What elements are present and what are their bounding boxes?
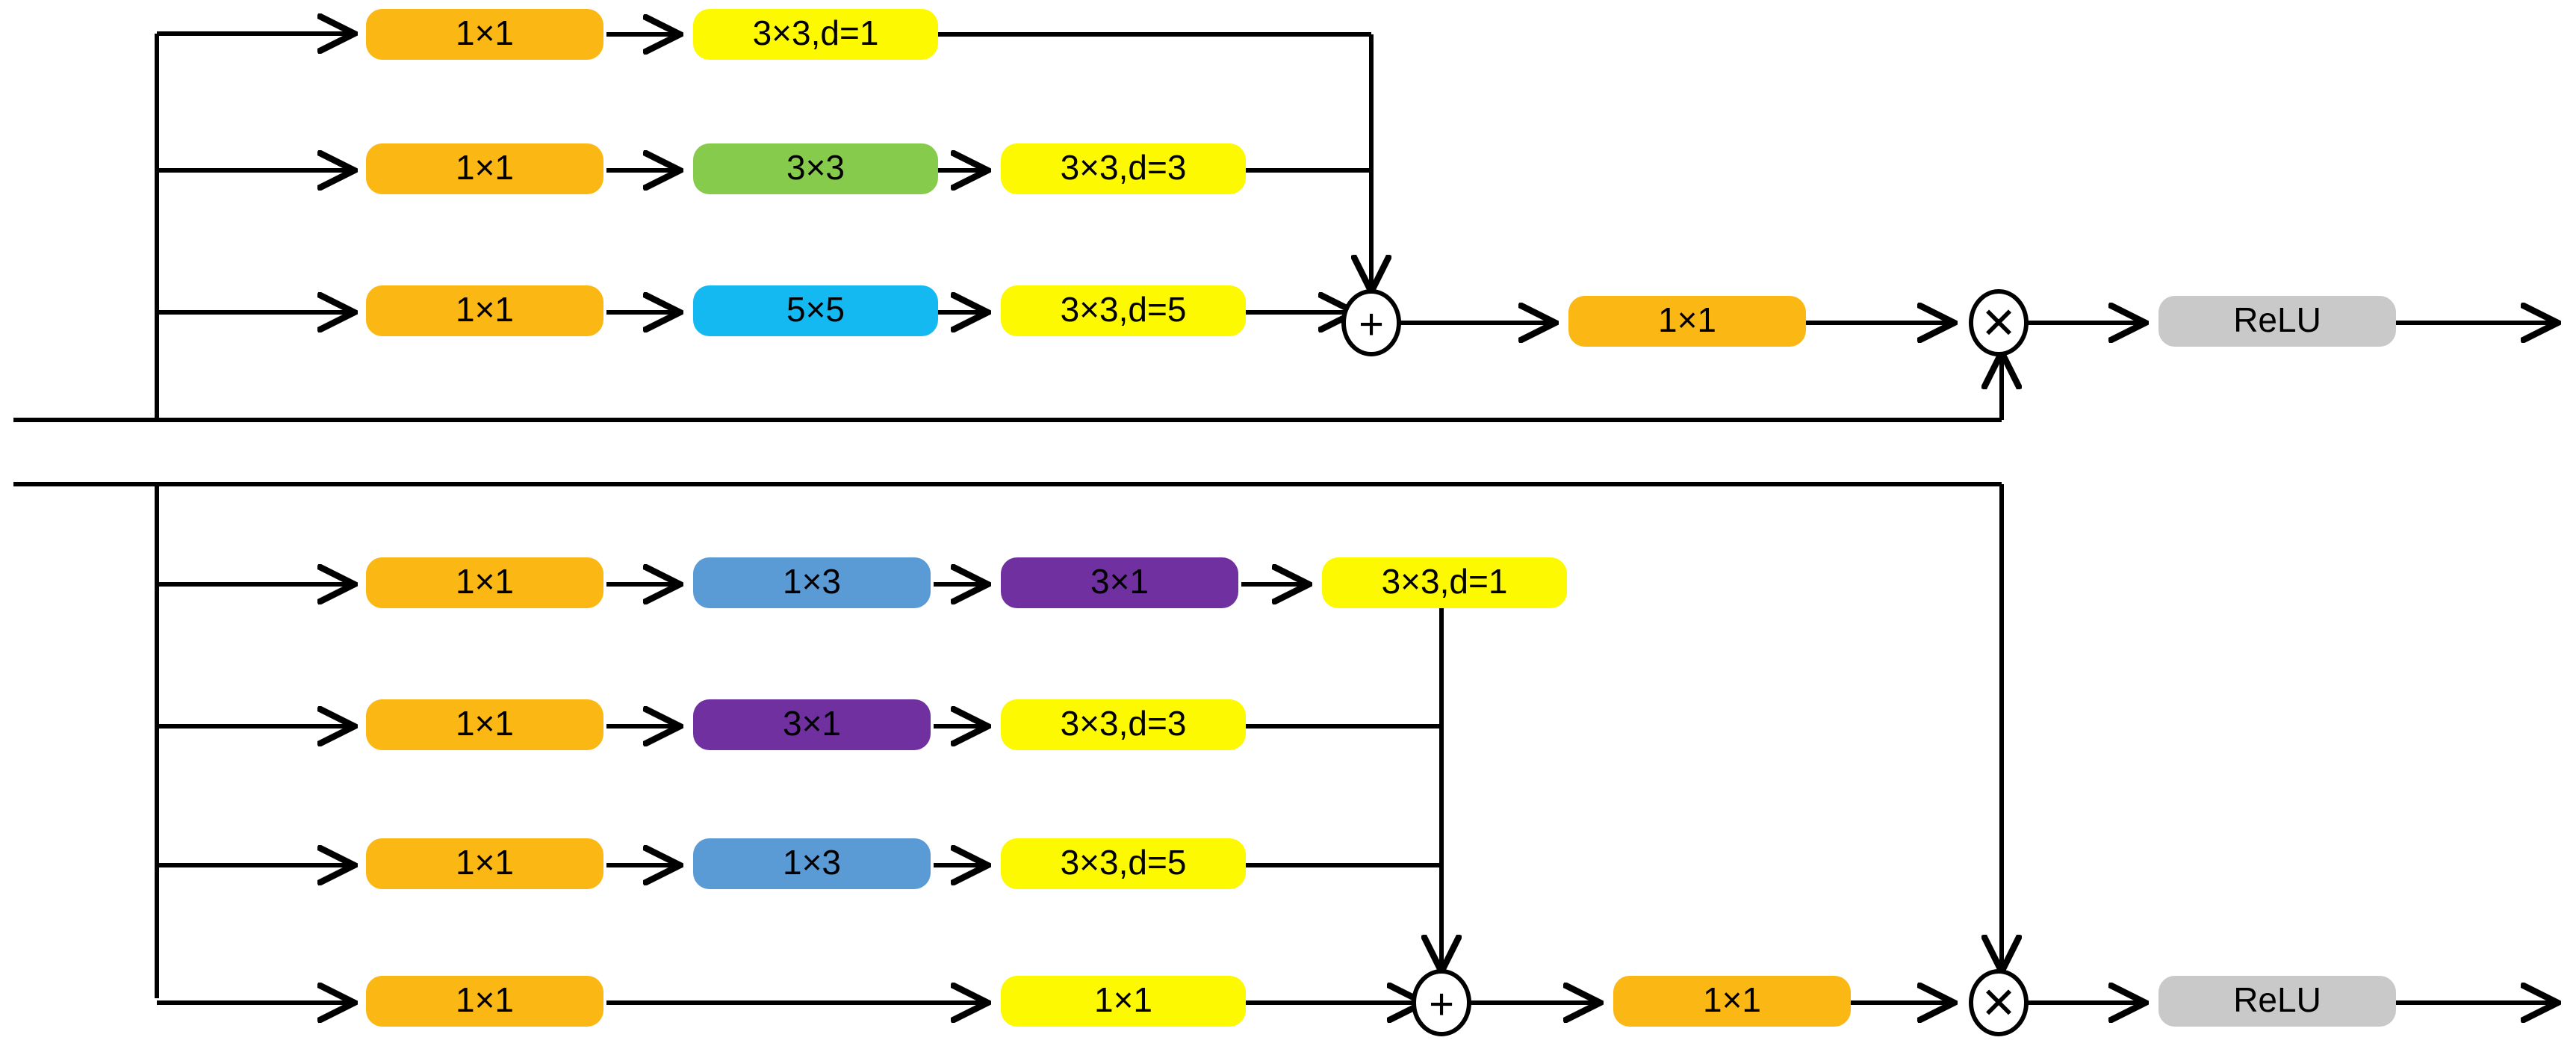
node-conv-1x1[interactable]	[366, 699, 603, 750]
node-conv-3x3-d1[interactable]	[693, 9, 938, 60]
node-conv-3x3-d1[interactable]	[1322, 557, 1567, 608]
node-conv-3x1[interactable]	[693, 699, 931, 750]
node-conv-3x3-d3[interactable]	[1001, 143, 1246, 194]
node-conv-1x1-yellow[interactable]	[1001, 976, 1246, 1027]
node-label: 3×3,d=1	[1382, 562, 1508, 601]
node-label: 1×1	[1094, 980, 1152, 1019]
node-conv-1x1[interactable]	[366, 838, 603, 889]
node-conv-1x1-tail[interactable]	[1613, 976, 1851, 1027]
node-label: 3×3,d=3	[1061, 704, 1187, 743]
node-label: 1×3	[783, 843, 841, 882]
node-conv-1x1-tail[interactable]	[1568, 296, 1806, 347]
node-label: 1×1	[456, 290, 514, 329]
node-label: 1×1	[1658, 300, 1716, 339]
node-conv-5x5[interactable]	[693, 285, 938, 336]
node-conv-3x1[interactable]	[1001, 557, 1238, 608]
bottom-multiply-operator[interactable]: ✕	[1969, 969, 2029, 1036]
node-label: 3×3	[786, 148, 845, 187]
node-relu[interactable]	[2158, 296, 2396, 347]
node-conv-1x1[interactable]	[366, 143, 603, 194]
node-conv-1x1[interactable]	[366, 557, 603, 608]
node-label: 1×1	[456, 148, 514, 187]
node-label: 1×1	[456, 562, 514, 601]
node-label: 3×3,d=3	[1061, 148, 1187, 187]
node-conv-1x1[interactable]	[366, 976, 603, 1027]
node-relu[interactable]	[2158, 976, 2396, 1027]
top-branch-2: 1×1 3×3 3×3,d=3	[366, 143, 1371, 194]
node-label: 1×1	[456, 980, 514, 1019]
node-label: 1×1	[456, 843, 514, 882]
top-branch-1: 1×1 3×3,d=1	[366, 9, 1371, 60]
node-conv-1x3[interactable]	[693, 557, 931, 608]
node-label: 1×1	[1703, 980, 1761, 1019]
multiply-icon: ✕	[1981, 300, 2017, 348]
bottom-block: 1×1 1×3 3×1 3×3,d=1 1×1 3×1 3×3,d=3	[13, 482, 2554, 1036]
bottom-branch-3: 1×1 1×3 3×3,d=5	[366, 838, 1441, 889]
node-label: ReLU	[2233, 980, 2321, 1019]
plus-icon: +	[1429, 980, 1454, 1029]
node-conv-3x3-d3[interactable]	[1001, 699, 1246, 750]
bottom-branch-4: 1×1 1×1	[366, 976, 1421, 1027]
node-label: 1×3	[783, 562, 841, 601]
node-conv-1x3[interactable]	[693, 838, 931, 889]
top-branch-3: 1×1 5×5 3×3,d=5	[366, 285, 1352, 336]
node-conv-3x3-d5[interactable]	[1001, 285, 1246, 336]
node-label: 3×1	[1090, 562, 1149, 601]
node-conv-3x3[interactable]	[693, 143, 938, 194]
node-label: 1×1	[456, 13, 514, 52]
bottom-branch-2: 1×1 3×1 3×3,d=3	[366, 699, 1441, 750]
top-multiply-operator[interactable]: ✕	[1969, 289, 2029, 356]
plus-icon: +	[1359, 300, 1384, 349]
bottom-branch-1: 1×1 1×3 3×1 3×3,d=1	[366, 557, 1567, 608]
node-label: 1×1	[456, 704, 514, 743]
top-block: 1×1 3×3,d=1 1×1 3×3 3×3,d=3 1×1 5×5	[13, 9, 2554, 422]
node-label: 3×3,d=5	[1061, 290, 1187, 329]
node-conv-1x1[interactable]	[366, 285, 603, 336]
multiply-icon: ✕	[1981, 980, 2017, 1028]
bottom-add-operator[interactable]: +	[1412, 969, 1471, 1036]
node-conv-3x3-d5[interactable]	[1001, 838, 1246, 889]
node-label: 5×5	[786, 290, 845, 329]
node-label: 3×3,d=5	[1061, 843, 1187, 882]
node-label: 3×1	[783, 704, 841, 743]
node-label: 3×3,d=1	[753, 13, 879, 52]
node-conv-1x1[interactable]	[366, 9, 603, 60]
top-add-operator[interactable]: +	[1341, 289, 1401, 356]
node-label: ReLU	[2233, 300, 2321, 339]
